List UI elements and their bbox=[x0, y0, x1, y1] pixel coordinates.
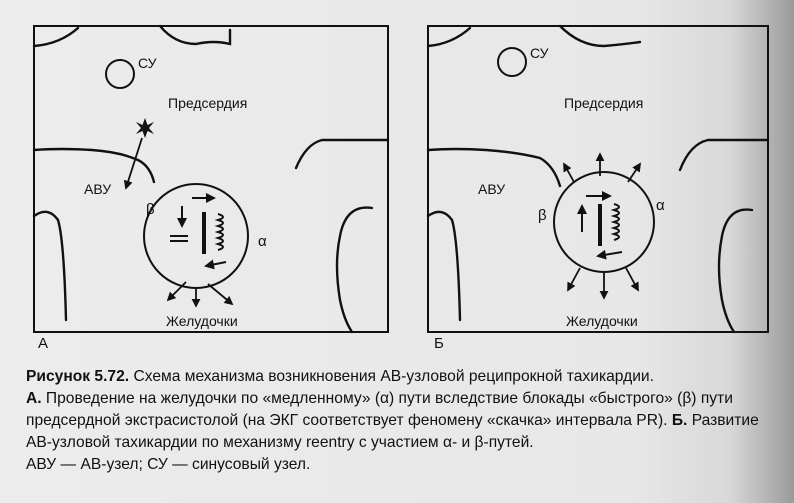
panel-a-av-node bbox=[143, 183, 249, 289]
caption-part-a-label: А. bbox=[26, 390, 42, 407]
figure-caption: Рисунок 5.72. Схема механизма возникнове… bbox=[26, 366, 776, 476]
panel-b-heart-walls bbox=[426, 24, 770, 334]
panel-a-alpha-label: α bbox=[258, 233, 267, 250]
figure-5-72: СУ Предсердия АВУ β α Желудочки А bbox=[32, 24, 770, 352]
panel-a-extrasystole-star bbox=[136, 118, 154, 138]
panel-b-su-label: СУ bbox=[530, 45, 549, 61]
panel-b-ventricles-label: Желудочки bbox=[566, 313, 638, 329]
panel-a-su-label: СУ bbox=[138, 55, 157, 71]
caption-figure-label: Рисунок 5.72. bbox=[26, 368, 130, 385]
panel-a-heart-walls bbox=[32, 24, 390, 334]
panel-a-node-paths bbox=[170, 193, 227, 270]
panel-b-av-node bbox=[553, 171, 655, 273]
panel-a-frame bbox=[33, 25, 389, 333]
panel-b-retrograde-arrows bbox=[563, 152, 641, 183]
panel-a-avu-label: АВУ bbox=[84, 181, 111, 197]
panel-b-alpha-label: α bbox=[656, 197, 665, 214]
panel-b-avu-label: АВУ bbox=[478, 181, 505, 197]
panel-a-beta-label: β bbox=[146, 201, 155, 218]
caption-title: Схема механизма возникновения АВ-узловой… bbox=[129, 368, 654, 385]
caption-part-b-text: Развитие АВ-узловой тахикардии по механи… bbox=[26, 412, 759, 451]
panel-b-letter: Б bbox=[434, 335, 444, 352]
panel-a-atria-label: Предсердия bbox=[168, 95, 247, 111]
panel-a-sinus-node bbox=[105, 59, 135, 89]
panel-b-frame bbox=[427, 25, 769, 333]
caption-abbreviations: АВУ — АВ-узел; СУ — синусовый узел. bbox=[26, 456, 311, 473]
panel-a-ventricles-label: Желудочки bbox=[166, 313, 238, 329]
panel-a-ventricle-arrows bbox=[166, 281, 234, 308]
panel-b-node-paths bbox=[577, 191, 623, 260]
caption-part-a-text: Проведение на желудочки по «медленному» … bbox=[26, 390, 733, 429]
panel-b-beta-label: β bbox=[538, 207, 547, 224]
caption-part-b-label: Б. bbox=[667, 412, 688, 429]
panel-a: СУ Предсердия АВУ β α Желудочки А bbox=[32, 24, 390, 352]
panel-a-letter: А bbox=[38, 335, 48, 352]
panel-b-sinus-node bbox=[497, 47, 527, 77]
panel-b-ventricle-arrows bbox=[567, 267, 639, 300]
panel-b-atria-label: Предсердия bbox=[564, 95, 643, 111]
panel-a-impulse-arrow bbox=[123, 137, 143, 190]
panel-b: СУ Предсердия АВУ β α Желудочки Б bbox=[426, 24, 770, 352]
